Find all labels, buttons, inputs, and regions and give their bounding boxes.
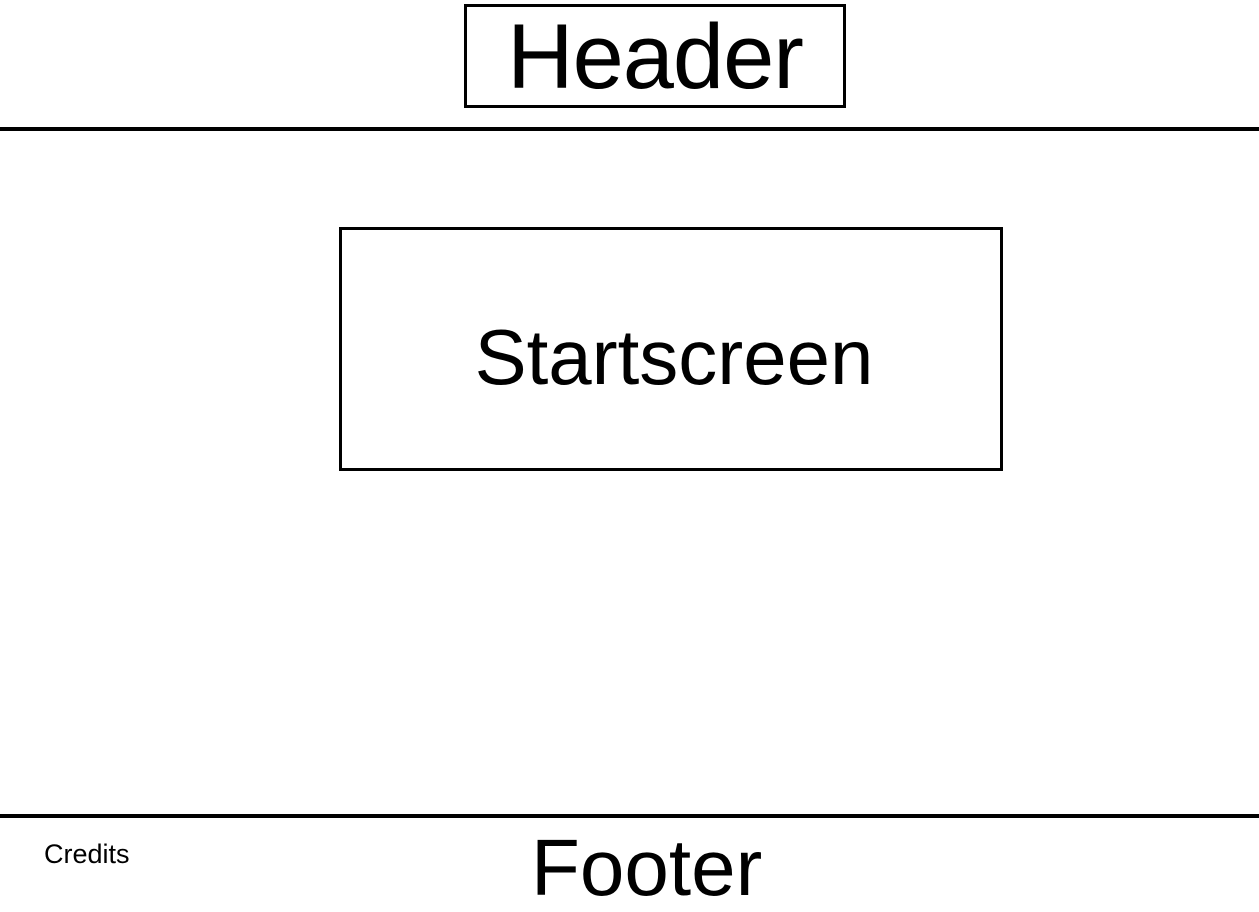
footer-divider	[0, 814, 1259, 818]
header-box: Header	[464, 4, 846, 108]
header-divider	[0, 127, 1259, 131]
footer-label: Footer	[531, 823, 763, 912]
header-label: Header	[507, 6, 804, 108]
startscreen-label: Startscreen	[474, 313, 874, 401]
startscreen-box[interactable]: Startscreen	[339, 227, 1003, 471]
credits-link[interactable]: Credits	[44, 839, 130, 869]
